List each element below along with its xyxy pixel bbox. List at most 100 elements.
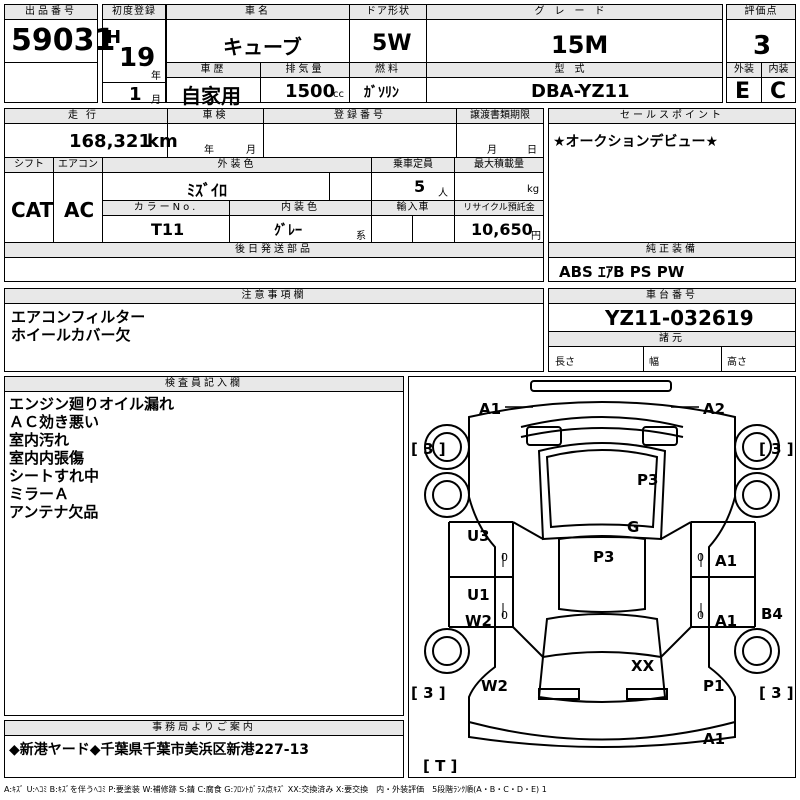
- later-parts-box: 後日発送部品: [4, 242, 544, 282]
- int-color-box: 内装色 ｸﾞﾚｰ 系: [229, 200, 372, 243]
- office-note: ◆新港ヤード◆千葉県千葉市美浜区新港227-13: [9, 742, 310, 758]
- color-no: T11: [151, 220, 185, 239]
- ac-box: エアコン AC: [53, 157, 103, 243]
- grade: 15M: [551, 31, 609, 59]
- first-registration-label: 初度登録: [103, 5, 165, 20]
- sales-point: ★オークションデビュー★: [553, 134, 719, 150]
- damage-a1-right-rear-door: A1: [715, 612, 738, 630]
- load-label: 最大積載量: [455, 158, 543, 173]
- damage-w2-left-rear-door: W2: [465, 612, 492, 630]
- score: 3: [753, 31, 772, 61]
- legend: A:ｷｽﾞ U:ﾍｺﾐ B:ｷｽﾞを伴うﾍｺﾐ P:要塗装 W:補修跡 S:錆 …: [4, 785, 547, 794]
- seats: 5: [414, 177, 426, 196]
- transfer-day-unit: 日: [527, 145, 537, 156]
- damage-b4-right-side: B4: [761, 605, 783, 623]
- inspection-box: 車検 年 月: [167, 108, 264, 158]
- displacement-label: 排気量: [261, 63, 349, 78]
- recycle-label: リサイクル預託金: [455, 201, 543, 216]
- shift: CAT: [11, 198, 54, 222]
- damage-a1-rear-bumper: A1: [703, 730, 726, 748]
- lot-spacer: [4, 62, 98, 103]
- exterior-color: ﾐｽﾞｲﾛ: [187, 181, 228, 200]
- score-box: 評価点 3: [726, 4, 796, 63]
- inspection-label: 車検: [168, 109, 263, 124]
- exterior-box: 外装 E: [726, 62, 762, 104]
- office-box: 事務局よりご案内 ◆新港ヤード◆千葉県千葉市美浜区新港227-13: [4, 720, 404, 778]
- first-registration-box: 初度登録 H 19 年 1 月: [102, 4, 166, 106]
- mileage-unit: km: [147, 131, 178, 152]
- load-box: 最大積載量 kg: [454, 157, 544, 201]
- inspector-box: 検査員記入欄 エンジン廻りオイル漏れ ＡＣ効き悪い 室内汚れ 室内内張傷 シート…: [4, 376, 404, 716]
- damage-xx-rear: XX: [631, 657, 655, 675]
- office-label: 事務局よりご案内: [5, 721, 403, 736]
- lot-number-box: 出品番号 59031: [4, 4, 115, 63]
- door-label: ドア形状: [350, 5, 426, 20]
- fuel-box: 燃料 ｶﾞｿﾘﾝ: [349, 62, 427, 103]
- color-no-box: カラーNo. T11: [102, 200, 230, 243]
- chassis-label: 車台番号: [549, 289, 795, 304]
- sales-point-label: セールスポイント: [549, 109, 795, 124]
- seats-label: 乗車定員: [372, 158, 454, 173]
- specs-label: 諸元: [549, 331, 795, 347]
- color-box: 外装色 ﾐｽﾞｲﾛ: [102, 157, 372, 201]
- damage-w2-rear-left: W2: [481, 677, 508, 695]
- exterior-grade: E: [735, 79, 751, 104]
- reg-year-unit: 年: [151, 71, 161, 82]
- transfer-label: 譲渡書類期限: [457, 109, 543, 124]
- seats-unit: 人: [438, 188, 448, 199]
- history-label: 車歴: [167, 63, 260, 78]
- interior-grade: C: [770, 79, 787, 104]
- reg-month-unit: 月: [151, 95, 161, 106]
- later-parts-label: 後日発送部品: [5, 243, 543, 258]
- reg-year: 19: [119, 43, 156, 73]
- car-name: キューブ: [223, 35, 302, 59]
- tire-rear-left: [ 3 ]: [411, 684, 446, 702]
- interior-label: 内装: [762, 63, 795, 78]
- inspection-month-unit: 月: [246, 145, 256, 156]
- damage-0-right-2: 0: [697, 609, 704, 622]
- damage-g-windshield: G: [627, 518, 640, 536]
- shift-box: シフト CAT: [4, 157, 54, 243]
- score-label: 評価点: [727, 5, 795, 20]
- inspector-note: アンテナ欠品: [9, 503, 99, 521]
- int-color: ｸﾞﾚｰ: [274, 223, 302, 239]
- spare-tire: [ T ]: [423, 757, 458, 775]
- registration-label: 登録番号: [264, 109, 456, 124]
- mileage-box: 走行 168,321 km: [4, 108, 178, 158]
- equipment: ABS ｴｱB PS PW: [559, 263, 685, 281]
- grade-label: グレード: [427, 5, 722, 20]
- transfer-box: 譲渡書類期限 月 日: [456, 108, 544, 158]
- damage-a2-front-right: A2: [703, 400, 726, 418]
- note-line: エアコンフィルター: [11, 308, 146, 326]
- damage-a1-right-front-door: A1: [715, 552, 738, 570]
- mileage: 168,321: [69, 131, 151, 152]
- chassis-number: YZ11-032619: [605, 306, 754, 330]
- transfer-month-unit: 月: [487, 145, 497, 156]
- mileage-label: 走行: [5, 109, 167, 124]
- tire-front-left: [ 3 ]: [411, 440, 446, 458]
- condition-diagram: A1 A2 P3 G P3 U3 0 U1 W2 0 A1 0 A1 0 B4 …: [408, 376, 796, 778]
- seats-box: 乗車定員 5 人: [371, 157, 455, 201]
- tire-rear-right: [ 3 ]: [759, 684, 794, 702]
- grade-box: グレード 15M: [426, 4, 723, 63]
- inspector-note: ミラーＡ: [9, 485, 70, 503]
- color-no-label: カラーNo.: [103, 201, 229, 216]
- displacement: 1500: [285, 81, 336, 102]
- lot-number-label: 出品番号: [5, 5, 97, 20]
- damage-0-left-1: 0: [501, 551, 508, 564]
- int-color-label: 内装色: [230, 201, 371, 216]
- registration-box: 登録番号: [263, 108, 457, 158]
- inspector-note: ＡＣ効き悪い: [9, 413, 100, 431]
- damage-u1-left-rear-door: U1: [467, 586, 490, 604]
- fuel-label: 燃料: [350, 63, 426, 78]
- inspector-note: シートすれ中: [9, 467, 100, 485]
- tire-front-right: [ 3 ]: [759, 440, 794, 458]
- lot-number: 59031: [11, 23, 116, 58]
- interior-box: 内装 C: [761, 62, 796, 104]
- inspector-note: 室内汚れ: [9, 431, 70, 449]
- damage-p3-roof: P3: [593, 548, 615, 566]
- length-label: 長さ: [555, 357, 575, 368]
- damage-0-left-2: 0: [501, 609, 508, 622]
- load-unit: kg: [527, 184, 540, 195]
- color-label: 外装色: [103, 158, 371, 173]
